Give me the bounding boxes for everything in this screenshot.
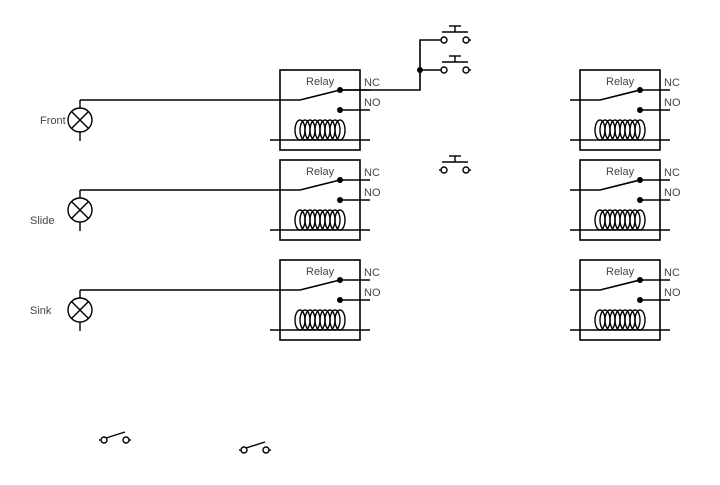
- relay-no-label: NO: [364, 287, 381, 299]
- relay-4[interactable]: Relay NC NO: [570, 69, 681, 151]
- lamp-label-sink: Sink: [30, 305, 52, 317]
- relay-nc-label: NC: [364, 267, 380, 279]
- relay-3[interactable]: Relay NC NO: [270, 259, 381, 341]
- toggle-switch-icon: [239, 441, 271, 454]
- relay-title: Relay: [606, 76, 635, 88]
- relay-no-label: NO: [664, 97, 681, 109]
- relay-no-label: NO: [664, 287, 681, 299]
- relay-nc-label: NC: [664, 267, 680, 279]
- relay-title: Relay: [306, 76, 335, 88]
- pushbutton-icon: [439, 155, 471, 174]
- relay-no-label: NO: [364, 187, 381, 199]
- relay-title: Relay: [606, 266, 635, 278]
- pushbutton-1[interactable]: [440, 25, 471, 44]
- wires: [80, 39, 442, 291]
- relay-nc-label: NC: [364, 77, 380, 89]
- relay-no-label: NO: [364, 97, 381, 109]
- relay-nc-label: NC: [664, 167, 680, 179]
- wire-relay-no-to-buttons: [340, 39, 442, 91]
- coil-icon: [294, 209, 346, 231]
- relay-no-label: NO: [664, 187, 681, 199]
- relay-1[interactable]: Relay NC NO: [270, 69, 381, 151]
- coil-icon: [594, 119, 646, 141]
- relay-6[interactable]: Relay NC NO: [570, 259, 681, 341]
- relay-nc-label: NC: [664, 77, 680, 89]
- coil-icon: [294, 309, 346, 331]
- coil-icon: [594, 209, 646, 231]
- pushbutton-icon: [440, 25, 471, 44]
- switch-2[interactable]: [239, 441, 271, 454]
- junction-dot: [417, 67, 423, 73]
- pushbutton-2[interactable]: [440, 55, 471, 74]
- coil-icon: [294, 119, 346, 141]
- relay-5[interactable]: Relay NC NO: [570, 159, 681, 241]
- switch-1[interactable]: [99, 431, 131, 444]
- toggle-switch-icon: [99, 431, 131, 444]
- lamp-sink[interactable]: Sink: [30, 290, 93, 331]
- pushbutton-3[interactable]: [439, 155, 471, 174]
- lamp-icon: [67, 100, 93, 141]
- relay-title: Relay: [606, 166, 635, 178]
- relay-title: Relay: [306, 166, 335, 178]
- lamp-icon: [67, 190, 93, 231]
- pushbutton-icon: [440, 55, 471, 74]
- relay-title: Relay: [306, 266, 335, 278]
- relay-nc-label: NC: [364, 167, 380, 179]
- lamp-label-front: Front: [40, 115, 66, 127]
- lamp-slide[interactable]: Slide: [30, 190, 93, 231]
- relay-2[interactable]: Relay NC NO: [270, 159, 381, 241]
- coil-icon: [594, 309, 646, 331]
- lamp-label-slide: Slide: [30, 215, 54, 227]
- lamp-front[interactable]: Front: [40, 100, 93, 141]
- lamp-icon: [67, 290, 93, 331]
